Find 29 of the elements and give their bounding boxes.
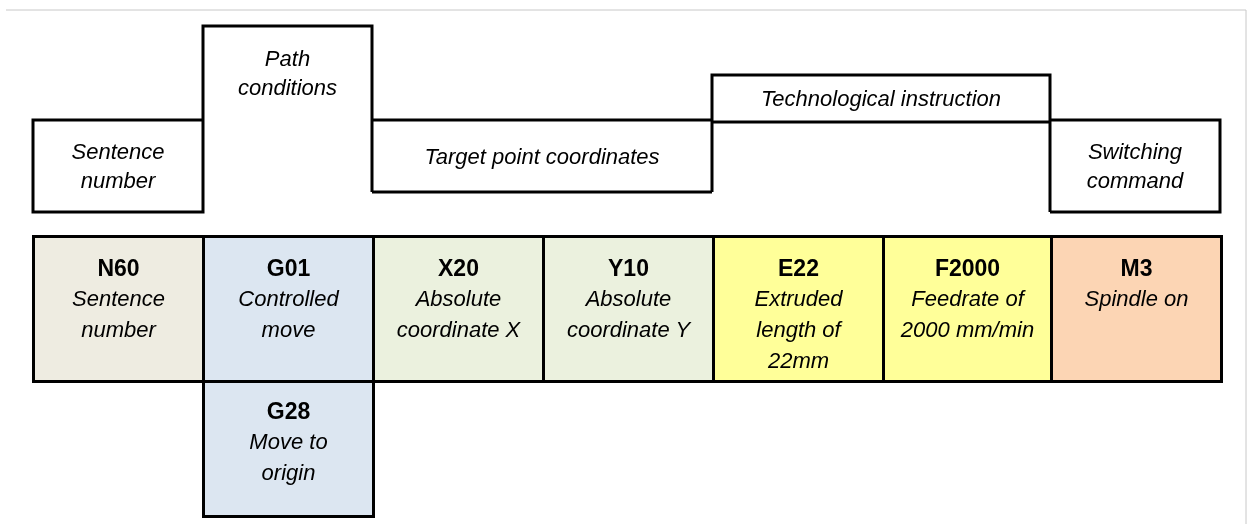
code-cell (885, 235, 1053, 383)
command-code: G01 (266, 254, 311, 283)
command-code: E22 (778, 254, 819, 283)
category-label: Switching command (1085, 138, 1185, 195)
command-code: N60 (97, 254, 140, 283)
category-label: Sentence number (70, 138, 166, 195)
command-description: Absolute coordinate Y (565, 285, 692, 344)
code-cell (1053, 235, 1223, 383)
command-code: Y10 (608, 254, 649, 283)
code-cell (375, 235, 545, 383)
code-cell (32, 235, 205, 383)
command-description: Sentence number (71, 285, 166, 344)
code-cell (715, 235, 885, 383)
command-code: G28 (266, 397, 311, 426)
command-code: F2000 (934, 254, 1001, 283)
command-description: Spindle on (1084, 285, 1189, 313)
code-cell (205, 235, 375, 383)
command-description: Extruded length of 22mm (753, 285, 844, 375)
command-description: Move to origin (248, 428, 329, 487)
command-description: Feedrate of 2000 mm/min (899, 285, 1036, 344)
command-code: X20 (438, 254, 479, 283)
command-description: Absolute coordinate X (395, 285, 522, 344)
category-label: Path conditions (236, 45, 339, 102)
category-label: Target point coordinates (424, 142, 660, 171)
command-code: M3 (1120, 254, 1153, 283)
code-cell (202, 383, 375, 518)
code-cell (545, 235, 715, 383)
category-label: Technological instruction (760, 85, 1002, 113)
command-description: Controlled move (237, 285, 341, 344)
